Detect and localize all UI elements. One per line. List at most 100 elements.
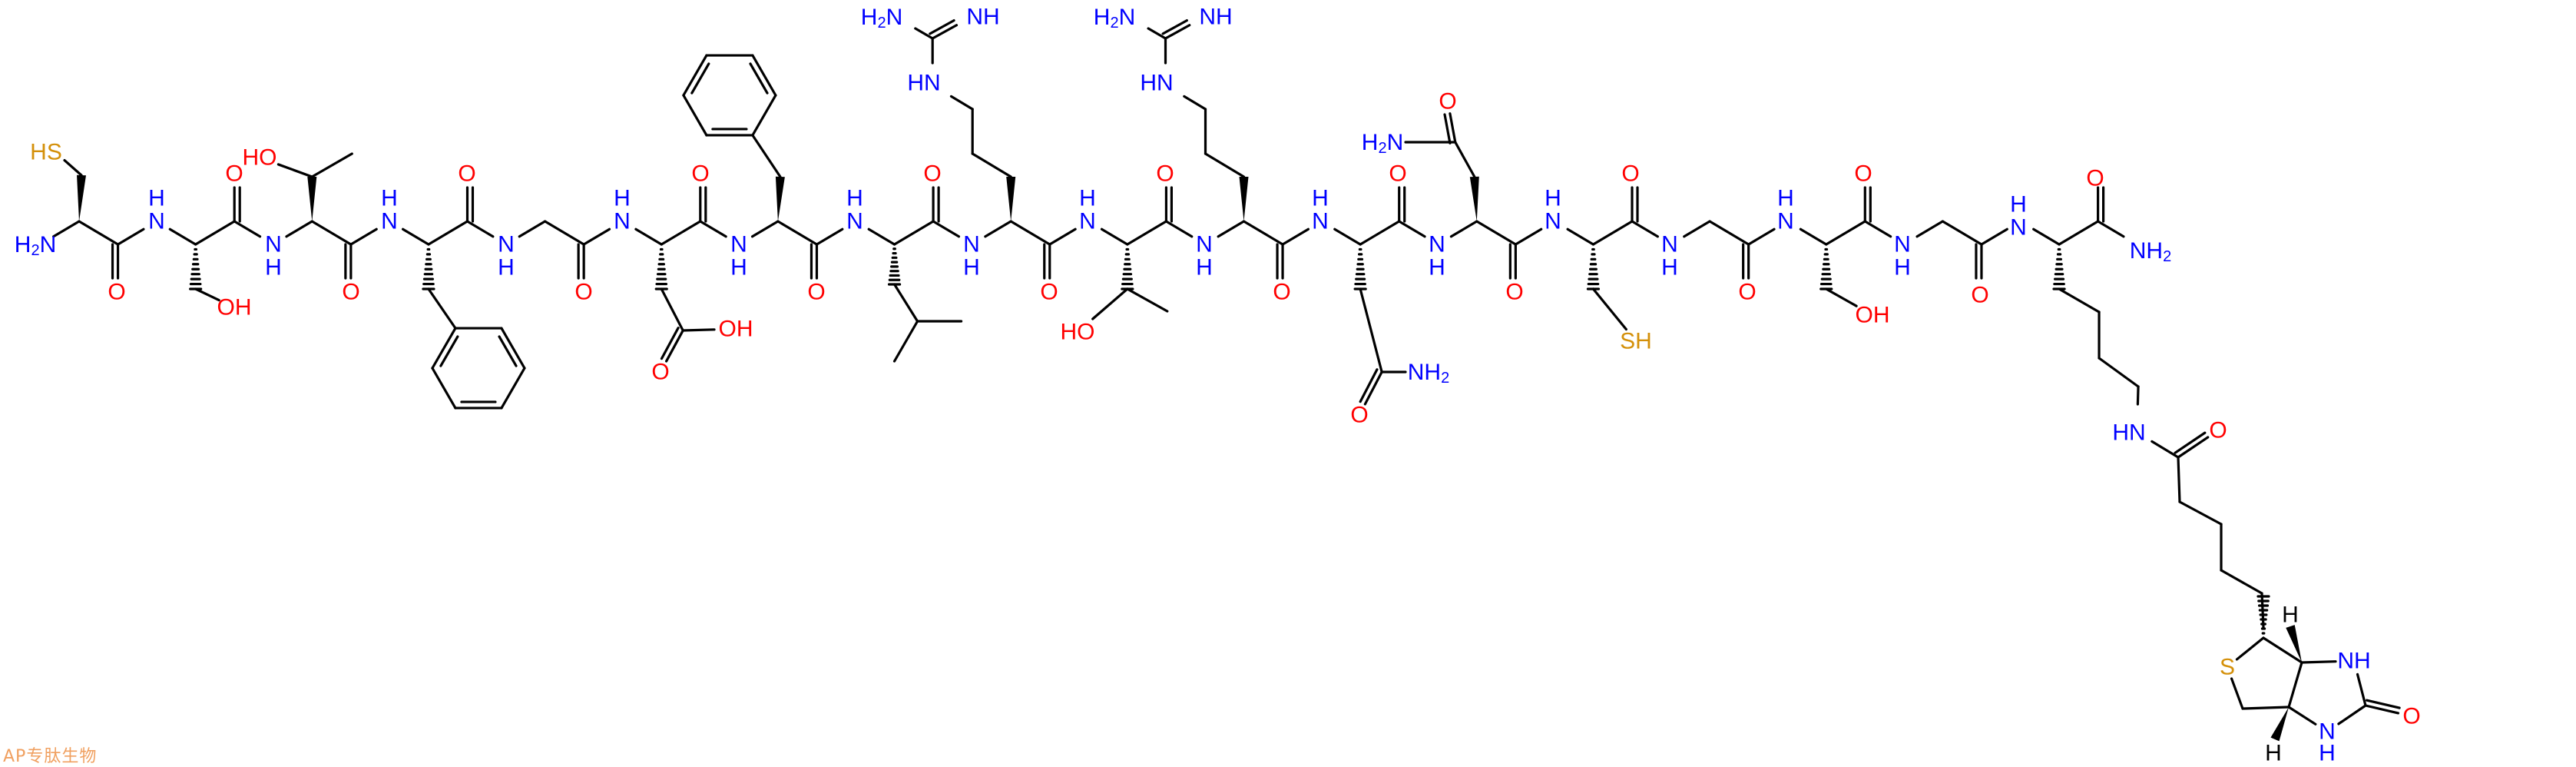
backbone-bond [1359,220,1401,246]
backbone-bond [1631,220,1659,238]
atom-label-o: O [2086,166,2104,191]
atom-label-n: N [265,232,282,257]
ser2-oh [1825,287,1858,307]
backbone-bond [1164,220,1194,238]
backbone-bond [750,220,780,238]
atom-label-h: H [1894,255,1911,281]
backbone-bond [78,220,120,246]
atom-label-h: H [1196,255,1213,281]
backbone-bond [1825,220,1866,246]
atom-label-h: H [1661,255,1678,281]
backbone-bond [1217,220,1246,238]
asp-co [665,329,684,363]
backbone-bond [116,227,145,246]
atom-label-h: H [498,255,515,281]
backbone-bond [401,227,430,246]
atom-label-o: O [342,280,359,305]
atom-label-n: N [381,209,398,234]
atom-label-n: N [1196,232,1213,257]
atom-label-hs: HS [30,140,62,165]
atom-label-h2n: H2N [1094,5,1135,32]
urea-co [2364,704,2400,715]
guanidine-double [1161,18,1188,35]
atom-label-h: H [1545,186,1561,211]
backbone-bond [2097,220,2125,238]
phe-ring [431,367,457,410]
cys2-sh [1591,287,1627,331]
backbone-bond [518,220,547,238]
asp-co [660,327,680,360]
thiophane-bond [2235,636,2265,661]
atom-label-nh: NH [2337,649,2370,674]
asn1-co [1359,368,1379,403]
atom-label-h: H [730,255,747,281]
arg-wedge [1239,177,1249,221]
cys-wedge [77,174,86,221]
guanidine-bond [1147,27,1167,40]
leu-me2 [892,320,919,363]
atom-label-h: H [614,186,631,211]
backbone-bond [1863,220,1892,238]
biotin-h-wedge [2270,707,2289,742]
phe-ring [498,335,518,367]
atom-label-oh: OH [217,295,252,320]
atom-label-h: H [1312,186,1329,211]
watermark-logo: AP专肽生物 [3,747,98,766]
atom-label-ho: HO [1061,320,1095,345]
backbone-bond [2032,227,2061,246]
asn2-co [1449,112,1457,144]
thr2-methyl [1126,287,1169,313]
atom-label-o: O [1040,280,1058,305]
atom-label-o: O [651,360,669,385]
backbone-bond [1708,220,1750,246]
guanidine-double [1164,24,1191,40]
atom-label-hn: HN [1140,71,1173,96]
atom-label-nh2: NH2 [2130,238,2171,266]
biotin-h-wedge [2286,625,2302,662]
phe-ring [439,335,459,367]
atom-label-o: O [1389,161,1406,187]
backbone-bond [1475,220,1517,246]
ser-sidechain [194,287,220,302]
atom-label-h2n: H2N [861,5,902,32]
backbone-bond [1980,227,2008,246]
leu-ch2 [892,283,919,323]
backbone-bond [1799,227,1828,246]
biotin-amide-co [2177,436,2210,459]
atom-label-h: H [963,255,980,281]
asn1-co [1363,370,1383,406]
asn2-co [1443,113,1452,144]
atom-label-hn: HN [907,71,940,96]
guanidine-double [931,24,959,40]
phe2-ring [682,94,708,137]
atom-label-o: O [691,161,709,187]
atom-label-h: H [1429,255,1445,281]
backbone-bond [194,220,236,246]
cys-sidechain [63,158,83,177]
backbone-bond [168,227,197,246]
phe2-ch2 [751,134,782,178]
atom-label-o: O [225,161,243,187]
imidazolidinone-bond [2337,704,2367,725]
thiophane-bond [2241,706,2290,710]
atom-label-n: N [1545,209,1561,234]
phe-ch2 [427,287,457,330]
phe-ring [500,327,526,370]
backbone-bond [867,227,896,246]
atom-label-ho: HO [243,145,277,171]
atom-label-sh: SH [1620,329,1652,354]
lys-chain [2058,287,2101,314]
backbone-bond [543,220,585,246]
backbone-bond [776,220,819,246]
atom-label-h: H [2319,741,2336,766]
atom-label-n: N [2010,215,2027,241]
atom-label-o: O [923,161,941,187]
backbone-bond [427,220,469,246]
phe-ring [431,327,457,370]
backbone-bond [932,220,961,238]
atom-label-h: H [2010,192,2027,217]
atom-label-n: N [963,232,980,257]
atom-label-hn: HN [2112,420,2145,446]
phe-ring [500,367,526,410]
imidazolidinone-bond [2287,706,2317,725]
